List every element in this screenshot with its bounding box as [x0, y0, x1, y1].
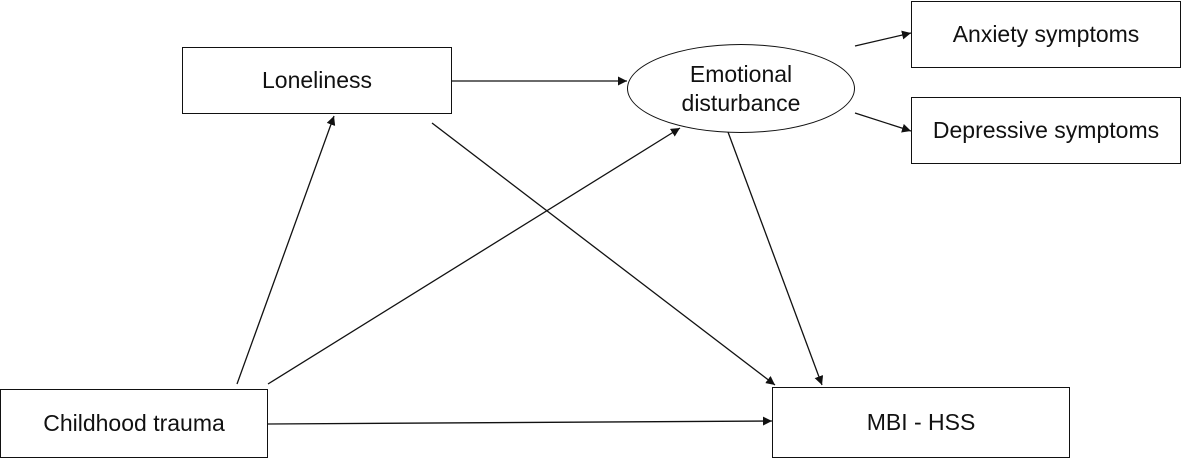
depressive-symptoms-node: Depressive symptoms [911, 97, 1181, 164]
edge-loneliness-to-mbi-hss [431, 122, 776, 386]
loneliness-node: Loneliness [182, 47, 452, 114]
mbi-hss-label: MBI - HSS [866, 409, 976, 436]
anxiety-symptoms-label: Anxiety symptoms [952, 21, 1140, 48]
edge-trauma-to-mbi-hss [267, 416, 773, 426]
edge-emotional-disturbance-to-anxiety [854, 30, 912, 47]
edge-trauma-to-loneliness [236, 115, 336, 385]
mbi-hss-node: MBI - HSS [772, 387, 1070, 458]
edge-emotional-disturbance-to-depressive [854, 112, 912, 133]
emotional-disturbance-node: Emotional disturbance [627, 44, 855, 133]
edge-trauma-to-emotional-disturbance [267, 127, 681, 385]
anxiety-symptoms-node: Anxiety symptoms [911, 1, 1181, 68]
edge-emotional-disturbance-to-mbi-hss [727, 131, 824, 386]
emotional-disturbance-label: Emotional disturbance [681, 60, 801, 116]
childhood-trauma-label: Childhood trauma [43, 410, 225, 437]
depressive-symptoms-label: Depressive symptoms [932, 117, 1160, 144]
loneliness-label: Loneliness [262, 67, 372, 94]
childhood-trauma-node: Childhood trauma [0, 389, 268, 458]
